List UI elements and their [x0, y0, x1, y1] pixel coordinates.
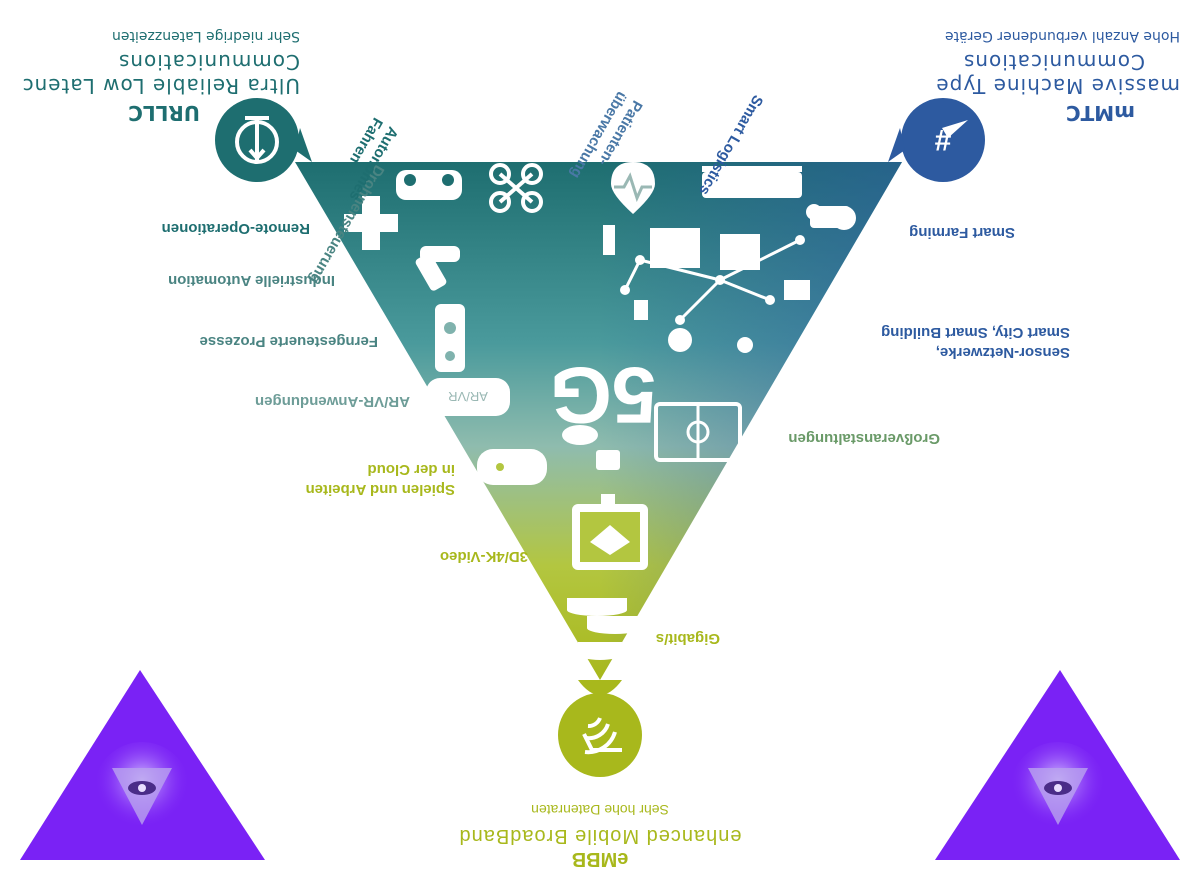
mmtc-hashtag-icon: # — [934, 120, 968, 156]
embb-subtitle: enhanced Mobile BroadBand — [458, 825, 742, 847]
mmtc-subtitle-1: massive Machine Type — [935, 74, 1180, 98]
arvr-label: AR/VR-Anwendungen — [255, 393, 410, 410]
heart-monitor-icon — [611, 162, 655, 214]
ferngesteuerte-label: Ferngesteuerte Prozesse — [200, 333, 378, 350]
stadium-icon — [654, 402, 742, 462]
truck-icon — [702, 166, 802, 198]
svg-text:AR/VR: AR/VR — [448, 389, 488, 404]
spielen-label-1: Spielen und Arbeiten — [306, 481, 455, 498]
video-monitor-icon — [572, 494, 648, 570]
gigabit-label: Gigabit/s — [656, 630, 720, 647]
urllc-title: URLLC — [128, 101, 200, 125]
robot-arm-icon — [415, 246, 460, 291]
spielen-label-2: in der Cloud — [368, 461, 456, 478]
mmtc-note: Hohe Anzahl verbundener Geräte — [945, 28, 1180, 44]
urllc-caption: URLLC — [20, 101, 200, 125]
mmtc-circle — [888, 98, 985, 182]
sensor-label-2: Smart City, Smart Building — [881, 324, 1070, 341]
purple-triangle-left — [935, 670, 1180, 860]
urllc-circle — [215, 98, 312, 182]
tractor-icon — [806, 204, 856, 230]
urllc-note: Sehr niedrige Latenzzeiten — [112, 28, 300, 44]
gigabit-disk-stack-icon — [567, 598, 643, 660]
sensor-label-1: Sensor-Netzwerke, — [936, 344, 1070, 361]
drone-icon — [489, 163, 543, 213]
grossveranstaltungen-label: Großveranstaltungen — [788, 430, 940, 447]
medical-caduceus-icon — [344, 196, 398, 250]
mmtc-subtitle-2: Communications — [962, 50, 1145, 74]
center-5g-label: 5G — [550, 351, 657, 440]
embb-caption: eMBB enhanced Mobile BroadBand Sehr hohe… — [400, 802, 800, 870]
embb-circle — [558, 680, 642, 777]
purple-triangle-right — [20, 670, 265, 860]
urllc-subtitle-2: Communications — [117, 50, 300, 74]
video-label: 3D/4K-Video — [440, 548, 528, 565]
urllc-subtitles: Ultra Reliable Low Latenc Communications… — [10, 28, 300, 98]
embb-title: eMBB — [571, 848, 629, 870]
embb-note: Sehr hohe Datenraten — [531, 802, 669, 818]
autonomous-car-icon — [396, 170, 462, 200]
mmtc-subtitles: massive Machine Type Communications Hohe… — [890, 28, 1190, 98]
industrielle-label: Industrielle Automation — [168, 272, 335, 289]
smart-farming-label: Smart Farming — [909, 224, 1015, 241]
mmtc-caption: mMTC — [880, 101, 1180, 125]
arvr-headset-icon: AR/VR — [426, 378, 510, 416]
urllc-subtitle-1: Ultra Reliable Low Latenc — [21, 74, 300, 98]
broadband-hand-icon — [582, 717, 622, 755]
remote-control-icon — [435, 304, 465, 372]
cloud-sync-icon — [562, 425, 620, 470]
urllc-clock-icon — [235, 116, 279, 164]
remote-operationen-label: Remote-Operationen — [162, 220, 310, 237]
gamepad-icon — [477, 449, 547, 485]
mmtc-title: mMTC — [1065, 101, 1135, 125]
smart-city-network-icon — [603, 225, 810, 353]
